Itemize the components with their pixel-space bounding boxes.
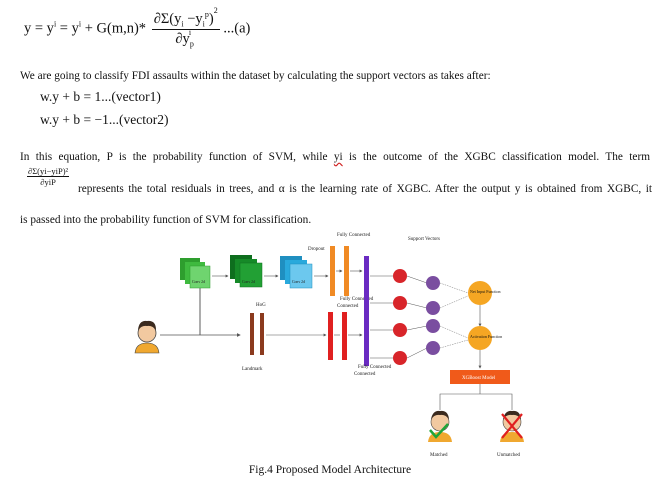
eq-a-denominator: ∂y [175,30,190,47]
conv2-label: Conv 2d [242,280,255,284]
vector-eq-2-lhs: w.y + b = −1 [40,112,109,127]
vector-eq-1: w.y + b = 1...(vector1) [40,89,161,105]
landmark-label: Landmark [242,367,263,372]
dropout-label: Dropout [308,247,325,252]
sv-node-red-3 [393,323,407,337]
sv-node-purple-2 [426,301,440,315]
fc-mid-label: Fully Connected [340,297,374,302]
inline-fraction: ∂Σ(yi−yiP)² ∂yiP [27,166,70,187]
matched-label: Matched [430,453,448,458]
net-input-node [468,281,492,305]
sv-node-red-1 [393,269,407,283]
paragraph-2-part2: is the outcome of the XGBC classificatio… [342,151,650,163]
support-vector-nodes [370,269,469,365]
dropout-bar-2 [344,246,349,296]
vector-eq-1-tag: ...(vector1) [101,89,161,104]
net-input-label: Net Input Function [470,289,500,294]
fc-bottom-label-2: Connected [354,372,376,377]
vector-eq-2: w.y + b = −1...(vector2) [40,112,168,128]
xgboost-box [450,370,510,384]
unmatched-person-icon [500,410,524,442]
eq-a-label: ...(a) [223,20,251,37]
support-vectors-label: Support Vectors [408,237,440,242]
sv-node-purple-4 [426,341,440,355]
conv-block-3: Conv 2d [280,256,313,289]
unmatched-label: Unmatched [497,453,521,458]
activation-node [468,326,492,350]
fc-bottom-label: Fully Connected [358,365,392,370]
sv-node-red-4 [393,351,407,365]
equation-a: y = yi = yi + G(m,n)* ∂Σ(yi −yip)2 ∂ypi … [24,6,251,49]
check-icon [429,423,449,439]
conv-block-1: Conv 2d [180,258,211,289]
fc-top-label: Fully Connected [337,233,371,238]
sv-node-purple-3 [426,319,440,333]
figure-caption: Fig.4 Proposed Model Architecture [248,464,412,476]
paragraph-2-line-3: is passed into the probability function … [20,214,312,226]
conv-block-2: Conv 2d [230,255,263,288]
conv3-label: Conv 2d [292,280,305,284]
paragraph-2-line-2: represents the total residuals in trees,… [78,183,652,195]
person-input-icon [134,320,160,354]
hog-bar-1 [250,313,254,355]
paragraph-2-line-1: In this equation, P is the probability f… [20,150,650,164]
eq-a-numerator: ∂Σ(y [153,10,182,27]
fc-purple-bar [364,256,369,366]
fc-mid-label-2: Connected [337,304,359,309]
fc-bar-2 [342,312,347,360]
eq-a-numerator-tail: −y [183,10,203,27]
eq-a-mid: = y [56,20,79,37]
cross-icon [501,413,523,439]
fc-bar-1 [328,312,333,360]
matched-person-icon [428,410,452,442]
architecture-diagram: Conv 2d Conv 2d Conv 2d Dropout Fully Co… [134,233,524,458]
activation-label: Activation Function [470,334,502,339]
inline-fraction-den: ∂yiP [40,177,56,187]
conv1-label: Conv 2d [192,280,205,284]
inline-fraction-num: ∂Σ(yi−yiP)² [27,166,70,177]
hog-label: HoG [256,303,266,308]
dropout-bar-1 [330,246,335,296]
paragraph-2-part1: In this equation, P is the probability f… [20,151,334,163]
vector-eq-1-lhs: w.y + b = 1 [40,89,102,104]
sv-node-purple-1 [426,276,440,290]
eq-a-plus-g: + G(m,n)* [81,20,147,37]
yi-term: yi [333,151,343,163]
sv-node-red-2 [393,296,407,310]
paragraph-1: We are going to classify FDI assaults wi… [20,70,491,82]
xgboost-label: XGBoost Model [462,376,496,381]
eq-a-lhs: y = y [24,20,54,37]
hog-bar-2 [260,313,264,355]
vector-eq-2-tag: ...(vector2) [108,112,169,127]
